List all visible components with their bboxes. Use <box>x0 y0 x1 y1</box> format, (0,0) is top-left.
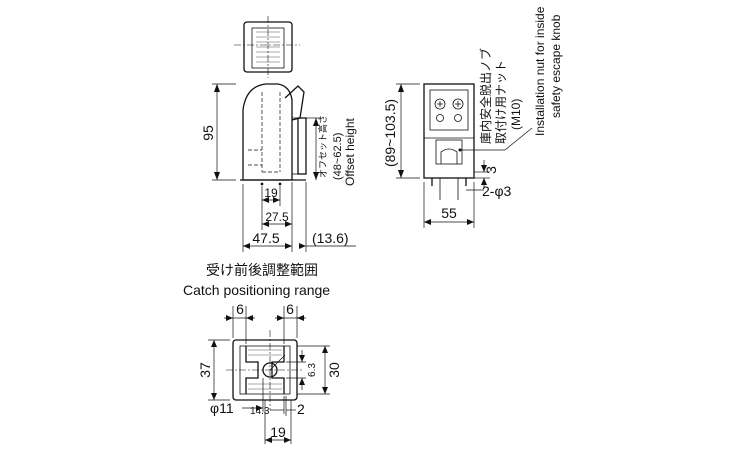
catch-title-jp: 受け前後調整範囲 <box>206 262 318 278</box>
catch-dim-6-left: 6 <box>236 301 244 317</box>
nut-label-en-2: safety escape knob <box>549 14 563 118</box>
catch-dim-6-3: 6.3 <box>307 363 318 377</box>
top-view <box>234 16 300 78</box>
catch-dim-37: 37 <box>197 362 213 378</box>
side-dim-27-5: 27.5 <box>265 210 289 224</box>
offset-height-range: (48~62.5) <box>332 133 344 180</box>
catch-view: 受け前後調整範囲 Catch positioning range 6 6 <box>183 262 342 444</box>
catch-dim-2: 2 <box>297 401 305 417</box>
nut-label-jp-1: 庫内安全脱出ノブ <box>478 48 493 144</box>
nut-size: (M10) <box>509 99 523 130</box>
front-view: (89~103.5) 3 2-φ3 55 庫内安全脱出ノブ 取付け用ナット (M… <box>382 6 563 228</box>
catch-dim-30: 30 <box>326 362 342 378</box>
front-height-dim: (89~103.5) <box>382 99 398 167</box>
side-dim-19: 19 <box>264 186 278 200</box>
catch-dim-14-3: 14.3 <box>250 406 270 417</box>
front-dim-2phi3: 2-φ3 <box>482 183 512 199</box>
catch-dim-6-right: 6 <box>286 301 294 317</box>
side-dim-13-6: (13.6) <box>312 230 349 246</box>
side-height-dim: 95 <box>200 125 216 141</box>
offset-height-jp: オフセット高さ <box>317 115 328 178</box>
nut-label-jp-2: 取付け用ナット <box>494 60 508 144</box>
nut-label-en-1: Installation nut for inside <box>533 6 547 136</box>
side-view: 95 オフセット高さ (48~62.5) Offset height 19 27… <box>200 83 357 252</box>
catch-dim-19: 19 <box>270 424 286 440</box>
offset-height-en: Offset height <box>343 118 357 186</box>
catch-title-en: Catch positioning range <box>183 282 330 298</box>
catch-dim-phi11: φ11 <box>210 400 234 416</box>
side-dim-47-5: 47.5 <box>252 230 279 246</box>
front-dim-55: 55 <box>441 205 457 221</box>
front-dim-3: 3 <box>483 166 499 174</box>
